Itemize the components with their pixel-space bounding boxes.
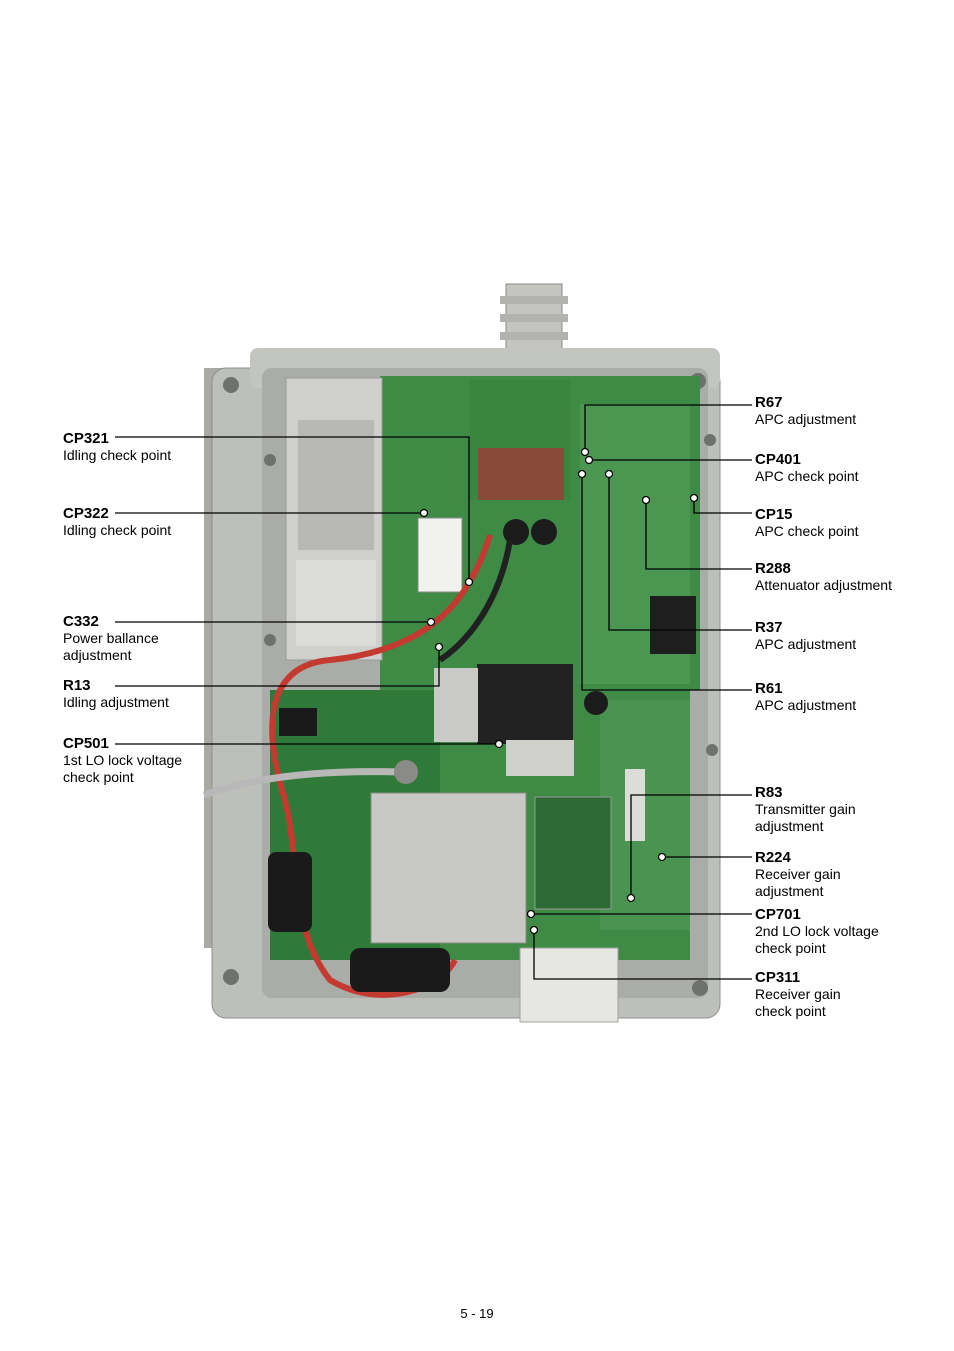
callout-desc: Receiver gain check point: [755, 986, 841, 1019]
page-number: 5 - 19: [460, 1306, 494, 1321]
callout-desc: APC adjustment: [755, 636, 857, 652]
callout-desc: APC adjustment: [755, 697, 857, 713]
callout-desc: APC check point: [755, 468, 859, 484]
callout-cp322: CP322 Idling check point: [63, 505, 253, 539]
callout-desc: Idling check point: [63, 522, 172, 538]
callout-r67: R67 APC adjustment: [755, 394, 945, 428]
callout-ref: R37: [755, 619, 783, 636]
callout-desc: APC adjustment: [755, 411, 857, 427]
callout-ref: CP321: [63, 430, 109, 447]
callout-ref: CP401: [755, 451, 801, 468]
callout-ref: R13: [63, 677, 91, 694]
callout-r61: R61 APC adjustment: [755, 680, 945, 714]
callout-cp701: CP701 2nd LO lock voltage check point: [755, 906, 895, 957]
callout-desc: 2nd LO lock voltage check point: [755, 923, 879, 956]
callout-c332: C332 Power ballance adjustment: [63, 613, 173, 664]
callout-cp401: CP401 APC check point: [755, 451, 945, 485]
callout-ref: R61: [755, 680, 783, 697]
callout-desc: Idling check point: [63, 447, 172, 463]
callout-ref: R83: [755, 784, 783, 801]
callout-ref: CP501: [63, 735, 109, 752]
callout-desc: 1st LO lock voltage check point: [63, 752, 183, 785]
callout-cp321: CP321 Idling check point: [63, 430, 253, 464]
callout-cp501: CP501 1st LO lock voltage check point: [63, 735, 193, 786]
callout-cp311: CP311 Receiver gain check point: [755, 969, 855, 1020]
callout-ref: CP15: [755, 506, 793, 523]
callout-ref: R224: [755, 849, 791, 866]
cables: [202, 534, 513, 998]
callout-ref: R288: [755, 560, 791, 577]
callout-ref: R67: [755, 394, 783, 411]
callout-desc: Attenuator adjustment: [755, 577, 892, 593]
callout-ref: CP322: [63, 505, 109, 522]
callout-r83: R83 Transmitter gain adjustment: [755, 784, 875, 835]
callout-desc: APC check point: [755, 523, 859, 539]
callout-ref: CP311: [755, 969, 801, 986]
callout-desc: Transmitter gain adjustment: [755, 801, 856, 834]
callout-desc: Receiver gain adjustment: [755, 866, 841, 899]
callout-r288: R288 Attenuator adjustment: [755, 560, 945, 594]
callout-desc: Idling adjustment: [63, 694, 169, 710]
callout-desc: Power ballance adjustment: [63, 630, 159, 663]
callout-r224: R224 Receiver gain adjustment: [755, 849, 855, 900]
callout-ref: CP701: [755, 906, 801, 923]
callout-cp15: CP15 APC check point: [755, 506, 945, 540]
callout-ref: C332: [63, 613, 99, 630]
callout-r37: R37 APC adjustment: [755, 619, 945, 653]
antenna-connector: [500, 283, 568, 355]
callout-r13: R13 Idling adjustment: [63, 677, 253, 711]
